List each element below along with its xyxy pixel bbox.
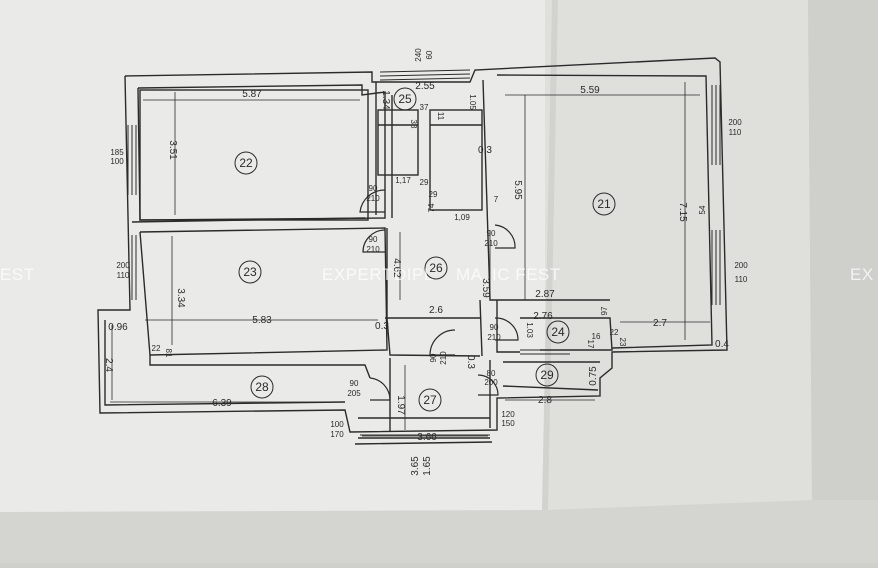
watermark-center-b: DIPL <box>394 265 434 284</box>
stair-7: 7 <box>494 195 499 204</box>
window-240: 240 <box>414 48 423 62</box>
dim-3-59: 3.59 <box>480 278 491 298</box>
window-100: 100 <box>110 157 124 166</box>
door-90-f: 90 <box>350 379 359 388</box>
dimension-lines <box>110 82 710 437</box>
window-110-left: 110 <box>117 271 130 280</box>
watermark-center-a: EXPERT <box>322 265 393 284</box>
dim-2-87: 2.87 <box>535 289 555 300</box>
mark-17: 17 <box>586 340 595 349</box>
dim-4-62: 4.62 <box>391 258 402 278</box>
window-marks <box>127 69 721 436</box>
door-210-d: 210 <box>487 333 501 342</box>
dim-3-34: 3.34 <box>175 288 186 308</box>
dim-3-65: 3.65 <box>410 456 421 476</box>
mark-23: 23 <box>618 338 627 347</box>
dim-2-4: 2.4 <box>103 358 114 372</box>
dim-0-75: 0.75 <box>588 366 599 386</box>
door-90-b: 90 <box>369 235 378 244</box>
dim-0-3-left: 0.3 <box>375 321 389 332</box>
dim-0-3-stair: 0.3 <box>478 145 492 156</box>
watermark-center-c: MA <box>456 265 483 284</box>
door-90-a: 90 <box>369 184 378 193</box>
dim-5-95: 5.95 <box>512 180 523 200</box>
door-210-c: 210 <box>484 239 498 248</box>
dim-3-66: 3.66 <box>417 432 437 443</box>
paper-right <box>545 0 812 510</box>
room-23-label: 23 <box>243 265 257 279</box>
dim-2-8: 2.8 <box>538 395 552 406</box>
window-60: 60 <box>425 50 434 59</box>
door-90-d: 90 <box>490 323 499 332</box>
dim-1-03: 1.03 <box>525 322 534 338</box>
dim-5-59: 5.59 <box>580 85 600 96</box>
room-22-label: 22 <box>239 156 253 170</box>
dim-1-09: 1,09 <box>454 213 470 222</box>
door-210-b: 210 <box>366 245 380 254</box>
dim-1-05: 1.05 <box>468 94 477 110</box>
door-210-e: 210 <box>439 351 448 365</box>
dim-1-65: 1.65 <box>422 456 433 476</box>
room-25-label: 25 <box>398 92 412 106</box>
stair-29-b: 29 <box>429 190 438 199</box>
room-21-label: 21 <box>597 197 611 211</box>
dim-0-3-lower: 0.3 <box>465 355 476 369</box>
paper-fold <box>542 0 558 511</box>
mark-16: 16 <box>592 332 601 341</box>
dim-1-97: 1.97 <box>395 395 406 415</box>
watermark-center-d: IC FEST <box>492 265 561 284</box>
door-200: 200 <box>484 378 498 387</box>
dim-3-51: 3.51 <box>167 140 178 160</box>
stair-38: 38 <box>409 120 418 129</box>
mark-81: 81 <box>164 349 173 358</box>
window-120: 120 <box>501 410 515 419</box>
stair-29-a: 29 <box>420 178 429 187</box>
dim-7-15: 7.15 <box>677 202 688 222</box>
mark-22-right: 22 <box>610 328 619 337</box>
window-110-top-right: 110 <box>729 128 742 137</box>
window-100-bottom: 100 <box>330 420 344 429</box>
window-150: 150 <box>501 419 515 428</box>
watermark-left: EST <box>0 265 35 284</box>
window-110-right: 110 <box>735 275 748 284</box>
dim-0-4: 0.4 <box>715 339 729 350</box>
dim-0-96: 0.96 <box>108 322 128 333</box>
dim-6-39: 6.39 <box>212 398 232 409</box>
dim-1-34: 1.34 <box>380 90 391 110</box>
dim-2-55: 2.55 <box>415 81 435 92</box>
room-28-label: 28 <box>255 380 269 394</box>
window-200-left: 200 <box>116 261 130 270</box>
stair-11: 11 <box>436 112 445 121</box>
dim-1-17: 1,17 <box>395 176 411 185</box>
stair-74: 74 <box>427 203 436 212</box>
window-200-right: 200 <box>734 261 748 270</box>
dim-5-83: 5.83 <box>252 315 272 326</box>
door-arcs <box>359 189 519 401</box>
room-24-label: 24 <box>551 325 565 339</box>
door-80: 80 <box>487 369 496 378</box>
stair-37: 37 <box>420 103 429 112</box>
door-90-e: 90 <box>429 353 438 362</box>
dim-2-76: 2.76 <box>533 311 553 322</box>
mark-54: 54 <box>698 205 707 214</box>
door-90-c: 90 <box>487 229 496 238</box>
room-29-label: 29 <box>540 368 554 382</box>
paper-edge <box>808 0 878 500</box>
room-markers <box>234 87 616 412</box>
dim-2-6: 2.6 <box>429 305 443 316</box>
window-185: 185 <box>110 148 124 157</box>
window-200-top-right: 200 <box>728 118 742 127</box>
room-27-label: 27 <box>423 393 437 407</box>
dim-2-7: 2.7 <box>653 318 667 329</box>
room-26-label: 26 <box>429 261 443 275</box>
door-205: 205 <box>347 389 361 398</box>
window-170: 170 <box>330 430 344 439</box>
mark-97: 97 <box>600 306 609 315</box>
watermark-right: EX <box>850 265 874 284</box>
mark-22-left: 22 <box>152 344 161 353</box>
dim-5-87: 5.87 <box>242 89 262 100</box>
door-210-a: 210 <box>366 194 380 203</box>
